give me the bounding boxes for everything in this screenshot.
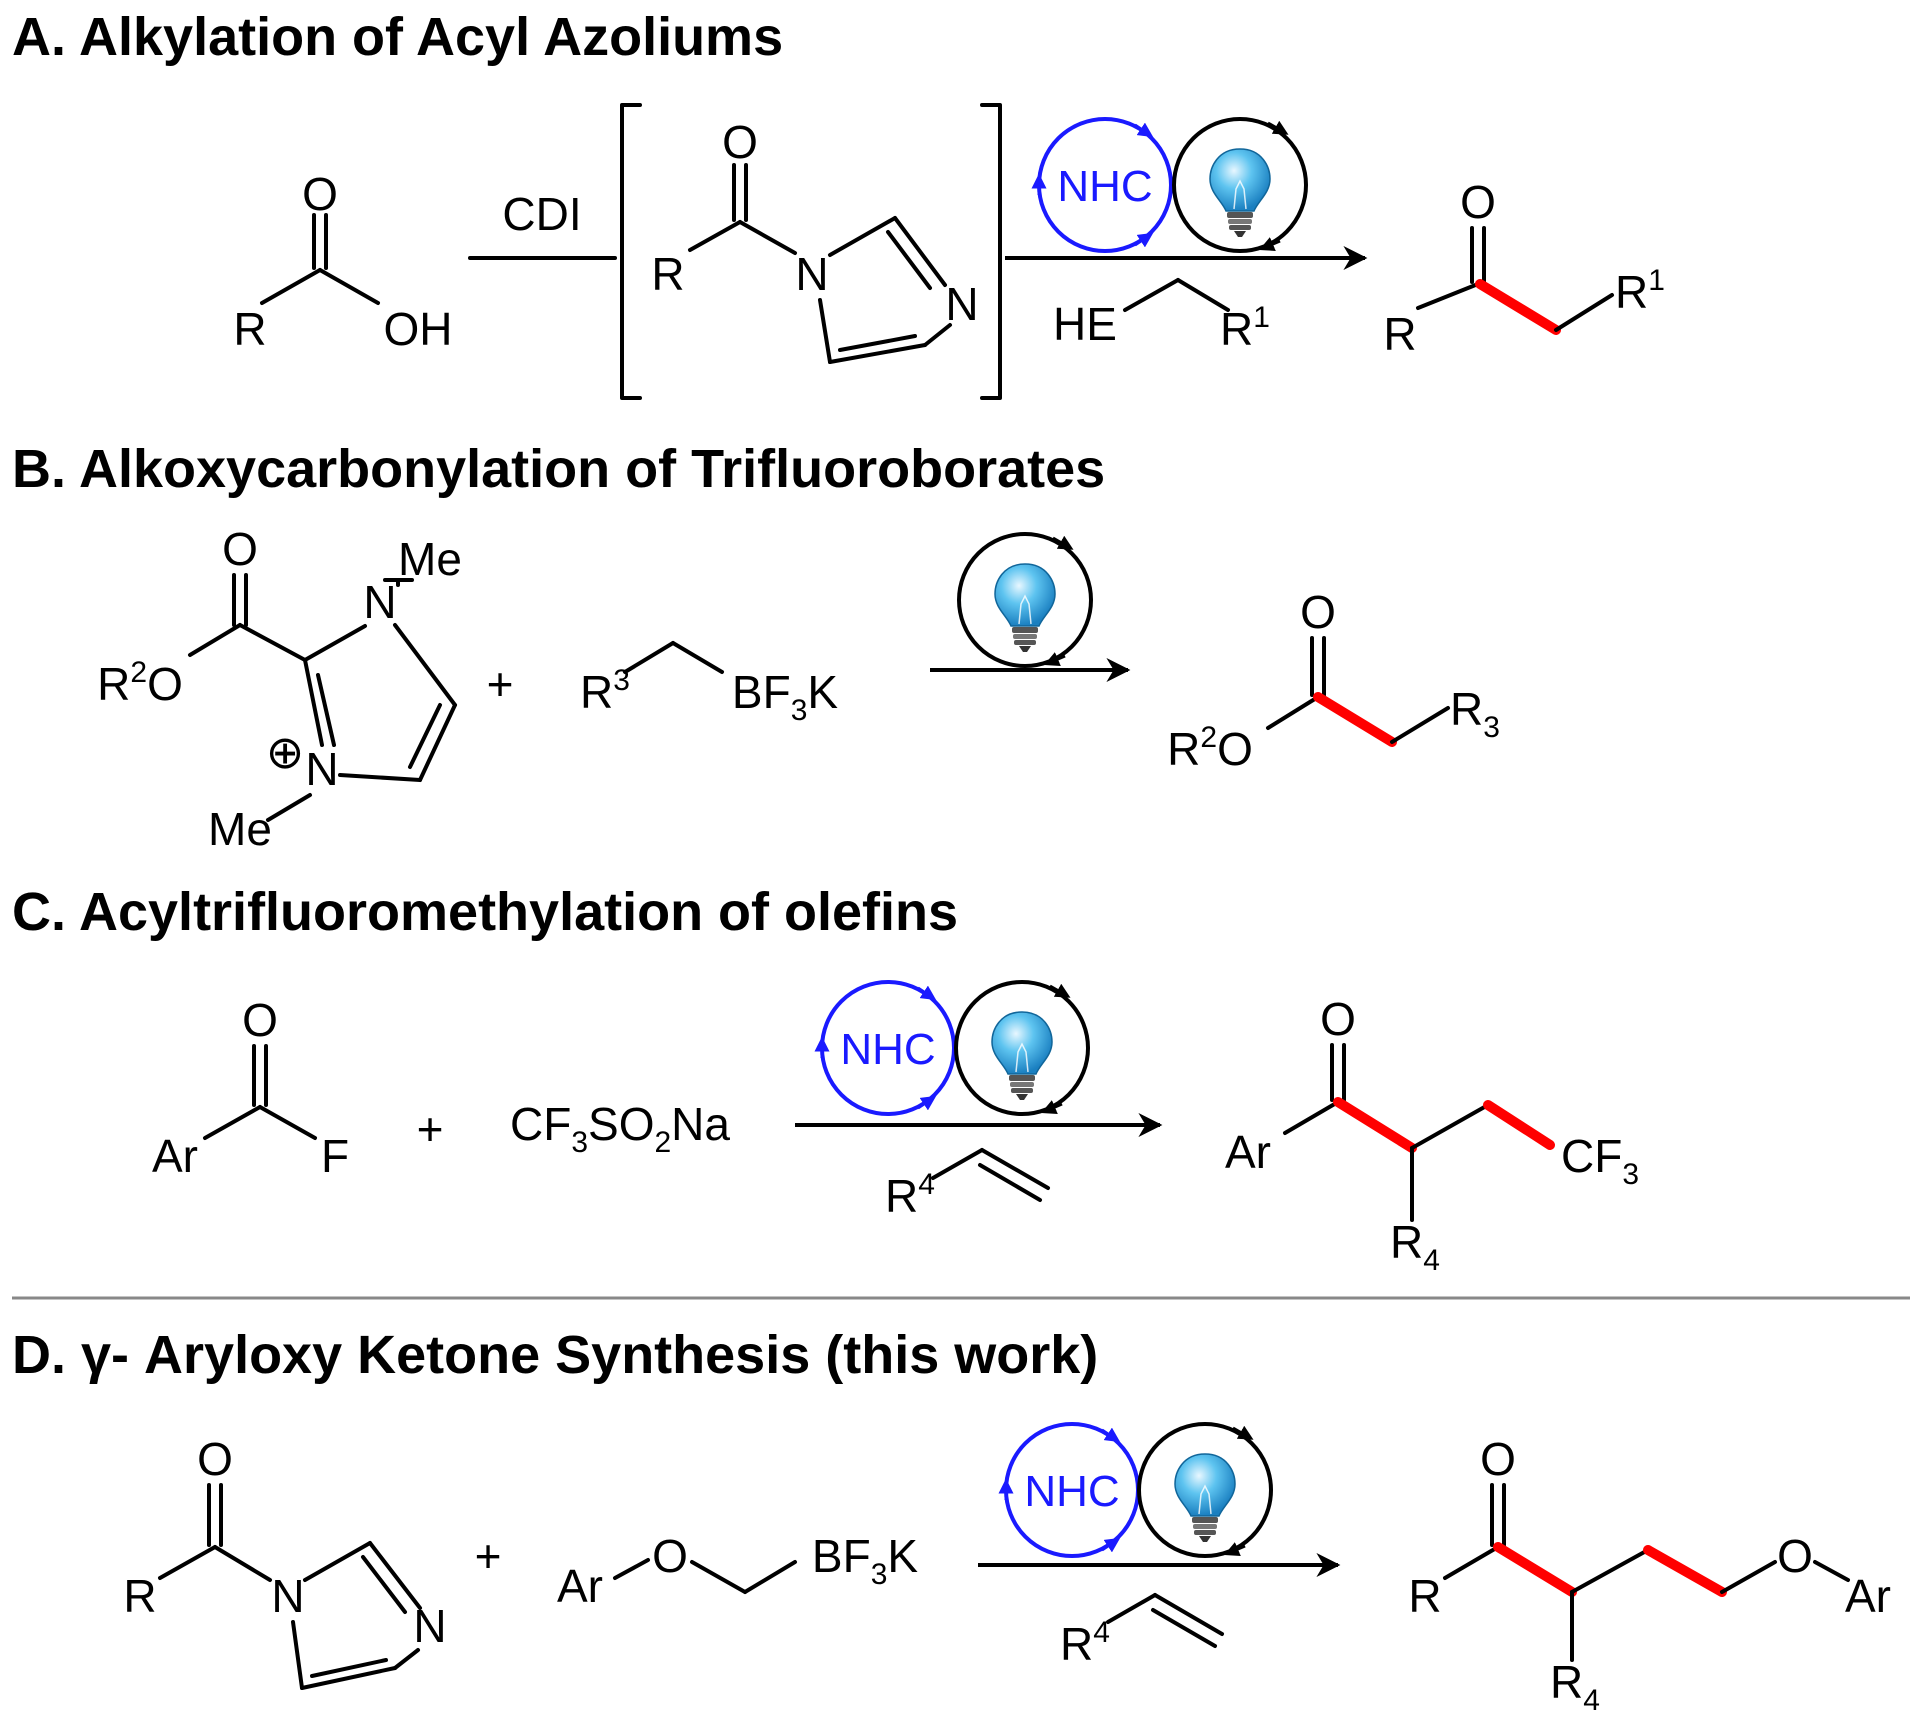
atom-o: O	[1320, 993, 1356, 1045]
photocatalytic-cycle-icon	[956, 982, 1088, 1114]
reaction-arrow-d: NHC R4	[978, 1424, 1341, 1670]
atom-o: O	[242, 994, 278, 1046]
atom-ar: Ar	[557, 1560, 603, 1612]
acyl-imidazole: O R N N	[123, 1433, 447, 1690]
atom-o: O	[222, 523, 258, 575]
product-a-ketone: O R R1	[1383, 176, 1665, 360]
atom-r: R	[1383, 308, 1416, 360]
atom-r4: R4	[1550, 1656, 1600, 1711]
plus-sign: +	[475, 1530, 502, 1582]
atom-o: O	[302, 168, 338, 220]
imidazolium-ester: O R2O N Me N ⊕ Me	[97, 523, 462, 855]
acyl-fluoride: O Ar F	[152, 994, 349, 1182]
atom-o: O	[1300, 586, 1336, 638]
light-bulb-icon	[994, 563, 1056, 653]
atom-o: O	[1480, 1433, 1516, 1485]
photocatalytic-cycle-icon	[1139, 1424, 1271, 1556]
atom-r2o: R2O	[97, 656, 183, 710]
atom-r1: R1	[1220, 301, 1270, 355]
atom-r: R	[651, 248, 684, 300]
he-reagent: HE R1	[1053, 278, 1270, 355]
section-c-heading: C. Acyltrifluoromethylation of olefins	[12, 882, 958, 942]
nhc-label: NHC	[1057, 162, 1152, 211]
light-bulb-icon	[991, 1011, 1053, 1101]
photocatalytic-cycle-icon	[959, 534, 1091, 666]
plus-sign: +	[487, 658, 514, 710]
atom-r4: R4	[1390, 1216, 1440, 1277]
section-b-heading: B. Alkoxycarbonylation of Trifluoroborat…	[12, 439, 1105, 499]
aryloxymethyl-trifluoroborate: Ar O BF3K	[557, 1530, 918, 1612]
atom-bf3k: BF3K	[812, 1530, 918, 1591]
atom-me: Me	[208, 803, 272, 855]
atom-o: O	[197, 1433, 233, 1485]
atom-o: O	[1777, 1530, 1813, 1582]
atom-o: O	[722, 116, 758, 168]
atom-cf3: CF3	[1561, 1130, 1639, 1191]
light-bulb-icon	[1209, 148, 1271, 238]
atom-he: HE	[1053, 298, 1117, 350]
atom-ar: Ar	[1845, 1570, 1891, 1622]
acyl-imidazole-bracketed: O R N N	[620, 103, 1002, 400]
atom-r: R	[1408, 1570, 1441, 1622]
atom-r4: R4	[885, 1168, 935, 1222]
positive-charge-icon: ⊕	[266, 726, 305, 778]
atom-r: R	[123, 1570, 156, 1622]
atom-o: O	[1460, 176, 1496, 228]
alkyl-trifluoroborate: R3 BF3K	[580, 641, 838, 727]
atom-ar: Ar	[152, 1130, 198, 1182]
nhc-label: NHC	[1024, 1467, 1119, 1516]
atom-n: N	[271, 1570, 304, 1622]
atom-me: Me	[398, 533, 462, 585]
atom-r3: R3	[580, 664, 630, 718]
nhc-catalytic-cycle-icon: NHC	[822, 982, 954, 1114]
light-bulb-icon	[1174, 1453, 1236, 1543]
atom-n-plus: N	[305, 743, 338, 795]
reaction-arrow-c: NHC R4	[795, 982, 1163, 1222]
product-d-aryloxy-ketone: O R R4 O Ar	[1408, 1433, 1891, 1711]
section-a-heading: A. Alkylation of Acyl Azoliums	[12, 7, 783, 67]
olefin-reagent: R4	[885, 1148, 1050, 1222]
atom-f: F	[321, 1130, 349, 1182]
atom-n: N	[945, 278, 978, 330]
atom-o: O	[652, 1530, 688, 1582]
nhc-label: NHC	[840, 1025, 935, 1074]
cdi-label: CDI	[502, 188, 581, 240]
atom-n: N	[363, 576, 396, 628]
product-b-ester: O R2O R3	[1167, 586, 1500, 775]
langlois-reagent: CF3SO2Na	[510, 1098, 730, 1159]
cdi-arrow: CDI	[468, 188, 617, 260]
atom-r3: R3	[1450, 683, 1500, 744]
section-d-heading: D. γ- Aryloxy Ketone Synthesis (this wor…	[12, 1325, 1098, 1385]
product-c-ketone: O Ar R4 CF3	[1225, 993, 1639, 1277]
atom-n: N	[795, 248, 828, 300]
reaction-arrow-a: NHC HE R1	[1005, 119, 1368, 355]
atom-n: N	[413, 1600, 446, 1652]
carboxylic-acid: O R OH	[233, 168, 452, 355]
plus-sign: +	[417, 1103, 444, 1155]
nhc-catalytic-cycle-icon: NHC	[1039, 119, 1171, 251]
atom-r4: R4	[1060, 1616, 1110, 1670]
olefin-reagent: R4	[1060, 1593, 1224, 1670]
atom-r2o: R2O	[1167, 721, 1253, 775]
atom-oh: OH	[384, 303, 453, 355]
atom-bf3k: BF3K	[732, 666, 838, 727]
atom-r1: R1	[1615, 264, 1665, 318]
atom-ar: Ar	[1225, 1126, 1271, 1178]
reaction-arrow-b	[930, 534, 1131, 682]
nhc-catalytic-cycle-icon: NHC	[1006, 1424, 1138, 1556]
photocatalytic-cycle-icon	[1174, 119, 1306, 251]
atom-r: R	[233, 303, 266, 355]
